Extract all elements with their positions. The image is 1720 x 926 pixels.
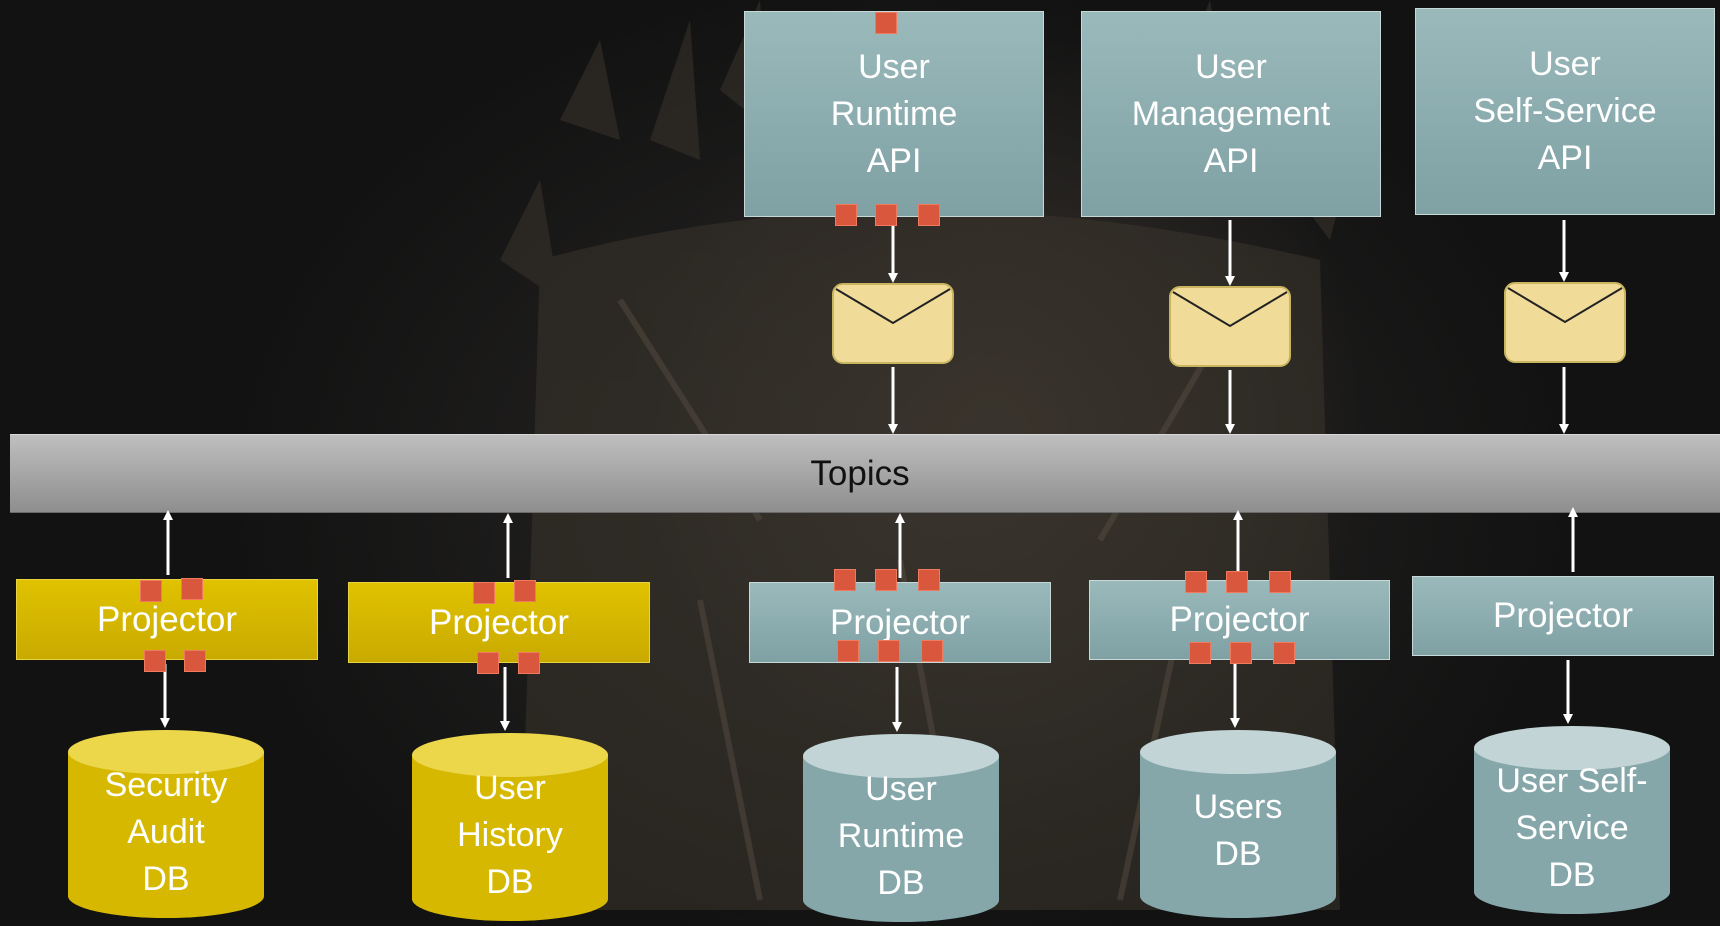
api-line: API — [1203, 141, 1259, 180]
api-line: Runtime — [830, 94, 958, 133]
db-line: Service — [1515, 809, 1629, 847]
db-line: DB — [1548, 856, 1596, 894]
api-line: User — [1195, 47, 1267, 86]
event-marker — [181, 578, 203, 600]
event-marker — [1273, 642, 1295, 664]
event-marker — [514, 580, 536, 602]
api-line: API — [866, 141, 922, 180]
projector-label: Projector — [428, 602, 570, 642]
projector-label: Projector — [829, 602, 971, 642]
projector-label: Projector — [1492, 596, 1634, 635]
user-runtime-db: User Runtime DB — [802, 732, 1000, 926]
user-management-api-box: User Management API — [1081, 11, 1381, 217]
cylinder-icon — [803, 734, 999, 922]
event-marker — [921, 640, 943, 662]
envelope-icon — [832, 283, 954, 364]
db-line: User — [865, 770, 937, 808]
api-line: Self-Service — [1473, 92, 1657, 130]
event-marker — [1226, 571, 1248, 593]
cylinder-icon — [412, 733, 608, 921]
security-audit-db: Security Audit DB — [67, 728, 265, 922]
event-marker — [835, 204, 857, 226]
db-line: DB — [486, 863, 534, 901]
event-marker — [144, 650, 166, 672]
event-marker — [477, 652, 499, 674]
api-line: API — [1537, 139, 1593, 177]
api-line: User — [1529, 45, 1601, 83]
event-marker — [140, 580, 162, 602]
event-marker — [918, 569, 940, 591]
db-line: Runtime — [837, 817, 965, 855]
event-marker — [1185, 571, 1207, 593]
projector-label: Projector — [96, 599, 238, 639]
db-line: DB — [877, 864, 925, 902]
cylinder-icon — [68, 730, 264, 918]
event-marker — [875, 569, 897, 591]
api-line: Management — [1131, 94, 1331, 133]
event-marker — [875, 204, 897, 226]
event-marker — [834, 569, 856, 591]
db-line: User Self- — [1496, 762, 1648, 800]
projector-label: Projector — [1169, 600, 1310, 639]
cylinder-icon — [1474, 726, 1670, 914]
event-marker — [1230, 642, 1252, 664]
user-self-service-projector: Projector — [1412, 576, 1714, 656]
user-runtime-projector: Projector — [749, 582, 1051, 663]
event-marker — [518, 652, 540, 674]
envelope-icon — [1169, 286, 1291, 367]
user-self-service-db: User Self- Service DB — [1473, 724, 1671, 918]
event-marker — [473, 582, 495, 604]
db-line: DB — [1214, 835, 1262, 873]
user-history-db: User History DB — [411, 731, 609, 925]
event-marker — [875, 12, 897, 34]
event-marker — [878, 640, 900, 662]
db-line: History — [457, 816, 563, 854]
db-line: Users — [1193, 788, 1283, 826]
envelope-icon — [1504, 282, 1626, 363]
cylinder-icon — [1140, 730, 1336, 918]
event-marker — [1189, 642, 1211, 664]
db-line: Security — [104, 766, 228, 804]
event-marker — [918, 204, 940, 226]
event-marker — [184, 650, 206, 672]
security-audit-projector: Projector — [16, 579, 318, 660]
users-db: Users DB — [1139, 728, 1337, 922]
user-runtime-api-box: User Runtime API — [744, 11, 1044, 217]
event-marker — [837, 640, 859, 662]
topics-label: Topics — [810, 453, 910, 493]
topics-bar: Topics — [10, 434, 1720, 513]
event-marker — [1269, 571, 1291, 593]
db-line: User — [474, 769, 546, 807]
user-history-projector: Projector — [348, 582, 650, 663]
api-line: User — [858, 47, 930, 86]
user-self-service-api-box: User Self-Service API — [1415, 8, 1715, 215]
db-line: DB — [142, 860, 190, 898]
db-line: Audit — [127, 813, 205, 851]
